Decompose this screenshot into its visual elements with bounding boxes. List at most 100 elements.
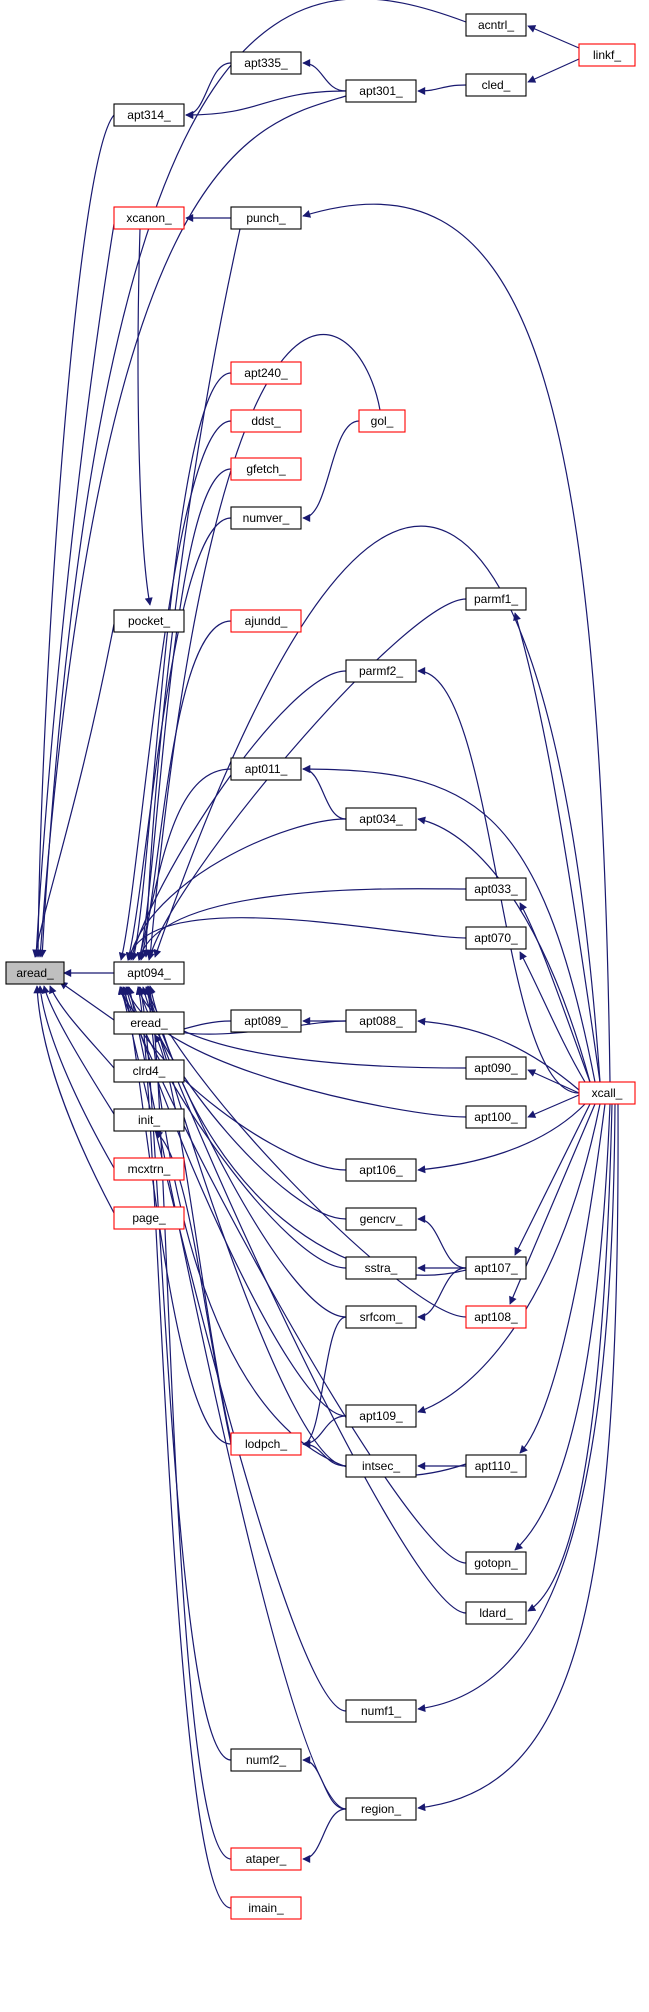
node-apt107[interactable]: apt107_	[465, 1256, 527, 1280]
node-acntrl[interactable]: acntrl_	[465, 13, 527, 37]
node-apt094[interactable]: apt094_	[113, 961, 185, 985]
node-box-mcxtrn[interactable]	[113, 1157, 185, 1181]
node-box-linkf[interactable]	[578, 43, 636, 67]
node-pocket[interactable]: pocket_	[113, 609, 185, 633]
node-box-aread[interactable]	[5, 961, 65, 985]
node-box-apt094[interactable]	[113, 961, 185, 985]
node-box-apt088[interactable]	[345, 1009, 417, 1033]
node-gfetch[interactable]: gfetch_	[230, 457, 302, 481]
node-apt335[interactable]: apt335_	[230, 51, 302, 75]
node-mcxtrn[interactable]: mcxtrn_	[113, 1157, 185, 1181]
node-intsec[interactable]: intsec_	[345, 1454, 417, 1478]
node-apt011[interactable]: apt011_	[230, 757, 302, 781]
node-box-parmf2[interactable]	[345, 659, 417, 683]
node-box-cled[interactable]	[465, 73, 527, 97]
node-apt109[interactable]: apt109_	[345, 1404, 417, 1428]
node-box-lodpch[interactable]	[230, 1432, 302, 1456]
node-parmf2[interactable]: parmf2_	[345, 659, 417, 683]
node-box-apt100[interactable]	[465, 1105, 527, 1129]
node-apt108[interactable]: apt108_	[465, 1305, 527, 1329]
node-box-apt070[interactable]	[465, 926, 527, 950]
node-box-apt090[interactable]	[465, 1056, 527, 1080]
node-lodpch[interactable]: lodpch_	[230, 1432, 302, 1456]
node-box-numver[interactable]	[230, 506, 302, 530]
node-box-apt109[interactable]	[345, 1404, 417, 1428]
node-apt070[interactable]: apt070_	[465, 926, 527, 950]
node-ataper[interactable]: ataper_	[230, 1847, 302, 1871]
node-box-apt033[interactable]	[465, 877, 527, 901]
node-ajundd[interactable]: ajundd_	[230, 609, 302, 633]
node-box-ajundd[interactable]	[230, 609, 302, 633]
node-apt088[interactable]: apt088_	[345, 1009, 417, 1033]
node-box-region[interactable]	[345, 1797, 417, 1821]
node-ddst[interactable]: ddst_	[230, 409, 302, 433]
node-apt090[interactable]: apt090_	[465, 1056, 527, 1080]
node-clrd4[interactable]: clrd4_	[113, 1059, 185, 1083]
node-box-punch[interactable]	[230, 206, 302, 230]
node-box-xcanon[interactable]	[113, 206, 185, 230]
node-cled[interactable]: cled_	[465, 73, 527, 97]
node-init[interactable]: init_	[113, 1108, 185, 1132]
node-box-ataper[interactable]	[230, 1847, 302, 1871]
node-srfcom[interactable]: srfcom_	[345, 1305, 417, 1329]
node-box-gencrv[interactable]	[345, 1207, 417, 1231]
node-box-apt034[interactable]	[345, 807, 417, 831]
node-box-apt110[interactable]	[465, 1454, 527, 1478]
node-box-gol[interactable]	[358, 409, 406, 433]
node-numf2[interactable]: numf2_	[230, 1748, 302, 1772]
node-apt034[interactable]: apt034_	[345, 807, 417, 831]
node-apt110[interactable]: apt110_	[465, 1454, 527, 1478]
node-box-pocket[interactable]	[113, 609, 185, 633]
node-box-numf2[interactable]	[230, 1748, 302, 1772]
node-box-apt301[interactable]	[345, 79, 417, 103]
node-box-clrd4[interactable]	[113, 1059, 185, 1083]
node-box-apt089[interactable]	[230, 1009, 302, 1033]
node-gotopn[interactable]: gotopn_	[465, 1551, 527, 1575]
node-box-ldard[interactable]	[465, 1601, 527, 1625]
node-page[interactable]: page_	[113, 1206, 185, 1230]
node-linkf[interactable]: linkf_	[578, 43, 636, 67]
node-apt314[interactable]: apt314_	[113, 103, 185, 127]
node-apt089[interactable]: apt089_	[230, 1009, 302, 1033]
node-apt100[interactable]: apt100_	[465, 1105, 527, 1129]
node-gencrv[interactable]: gencrv_	[345, 1207, 417, 1231]
node-box-page[interactable]	[113, 1206, 185, 1230]
node-apt240[interactable]: apt240_	[230, 361, 302, 385]
node-gol[interactable]: gol_	[358, 409, 406, 433]
node-imain[interactable]: imain_	[230, 1896, 302, 1920]
node-box-intsec[interactable]	[345, 1454, 417, 1478]
node-parmf1[interactable]: parmf1_	[465, 587, 527, 611]
node-box-apt335[interactable]	[230, 51, 302, 75]
node-box-init[interactable]	[113, 1108, 185, 1132]
node-box-eread[interactable]	[113, 1011, 185, 1035]
node-punch[interactable]: punch_	[230, 206, 302, 230]
node-apt301[interactable]: apt301_	[345, 79, 417, 103]
node-box-xcall[interactable]	[578, 1081, 636, 1105]
node-box-apt107[interactable]	[465, 1256, 527, 1280]
node-apt033[interactable]: apt033_	[465, 877, 527, 901]
node-box-apt314[interactable]	[113, 103, 185, 127]
node-region[interactable]: region_	[345, 1797, 417, 1821]
node-box-apt240[interactable]	[230, 361, 302, 385]
node-numver[interactable]: numver_	[230, 506, 302, 530]
node-box-srfcom[interactable]	[345, 1305, 417, 1329]
node-box-numf1[interactable]	[345, 1699, 417, 1723]
node-xcall[interactable]: xcall_	[578, 1081, 636, 1105]
node-box-parmf1[interactable]	[465, 587, 527, 611]
node-xcanon[interactable]: xcanon_	[113, 206, 185, 230]
node-box-apt108[interactable]	[465, 1305, 527, 1329]
node-box-imain[interactable]	[230, 1896, 302, 1920]
node-box-gfetch[interactable]	[230, 457, 302, 481]
node-box-apt106[interactable]	[345, 1158, 417, 1182]
node-numf1[interactable]: numf1_	[345, 1699, 417, 1723]
node-eread[interactable]: eread_	[113, 1011, 185, 1035]
node-sstra[interactable]: sstra_	[345, 1256, 417, 1280]
node-box-sstra[interactable]	[345, 1256, 417, 1280]
node-aread[interactable]: aread_	[5, 961, 65, 985]
node-box-apt011[interactable]	[230, 757, 302, 781]
node-box-ddst[interactable]	[230, 409, 302, 433]
node-box-acntrl[interactable]	[465, 13, 527, 37]
node-ldard[interactable]: ldard_	[465, 1601, 527, 1625]
node-apt106[interactable]: apt106_	[345, 1158, 417, 1182]
node-box-gotopn[interactable]	[465, 1551, 527, 1575]
